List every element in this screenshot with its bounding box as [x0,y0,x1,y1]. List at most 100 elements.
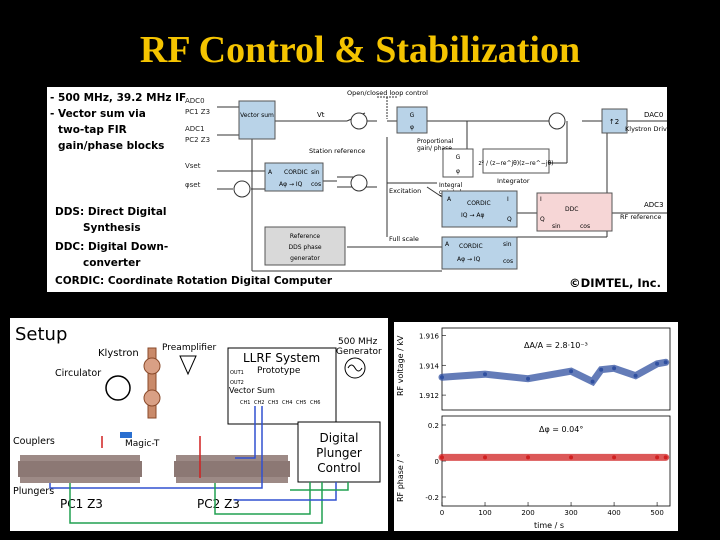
summer-4 [548,112,566,130]
magic-t-label: Magic-T [125,439,160,449]
adc3-label: ADC3 [644,201,664,209]
reference-dds-block [264,226,346,266]
out1-label: OUT1 [230,370,244,376]
voltage-point [663,360,668,365]
ch5-label: CH5 [296,400,306,406]
note-ddc: DDC: Digital Down- [55,241,168,253]
circulator-label: Circulator [55,368,101,379]
ddc-i: I [540,196,542,203]
phase-xtick-label: 500 [650,509,663,517]
ylabel-phase: RF phase / ° [396,453,405,502]
ddc-cos: cos [580,223,590,230]
integrator-block [482,148,550,174]
setup-title: Setup [15,324,67,345]
input-adc1: ADC1 [185,125,205,133]
plungers-label: Plungers [13,486,54,497]
vt-label: Vt [317,111,325,119]
note-ddc2: converter [83,257,141,269]
preamp-label: Preamplifier [162,343,217,353]
note-line3: two-tap FIR [58,124,127,136]
magic-t-icon [120,432,132,438]
ddc-sin: sin [552,223,561,230]
cordic-3-sin: sin [503,241,512,248]
input-vset: Vset [185,162,201,170]
dpc-label-1: Digital [320,431,359,445]
prop-phi: φ [410,124,414,131]
ddc-title: DDC [565,206,578,213]
note-cordic: CORDIC: Coordinate Rotation Digital Comp… [55,275,333,287]
open-closed-label: Open/closed loop control [347,89,428,97]
voltage-frame [441,327,671,411]
phase-point [655,455,660,460]
cordic-2-title: CORDIC [467,200,491,207]
integrator-formula: z² / (z−re^jθ)(z−re^−jθ) [479,160,554,167]
dpc-label-3: Control [317,461,360,475]
cordic-3-fn: Aφ → IQ [457,256,481,263]
ylabel-voltage: RF voltage / kV [396,335,405,396]
voltage-point [569,369,574,374]
summer-3 [350,174,368,192]
klystron-icon [143,347,161,419]
ch1-label: CH1 [240,400,250,406]
note-dds2: Synthesis [83,222,141,234]
phase-point [569,455,574,460]
cordic-1-cos: cos [311,181,321,188]
upsample-label: ↑2 [609,118,619,126]
ref-dds-2: DDS phase [288,244,321,251]
phase-xtick-label: 300 [564,509,577,517]
note-line4: gain/phase blocks [58,140,164,152]
phase-xtick-label: 0 [440,509,444,517]
out2-label: OUT2 [230,380,244,386]
copyright: ©DIMTEL, Inc. [569,276,661,290]
ref-dds-3: generator [290,255,320,262]
integrator-label: Integrator [497,177,530,185]
phase-ytick-label: 0 [435,458,439,466]
voltage-point [633,373,638,378]
voltage-series-band [438,358,670,387]
circulator-icon [105,375,131,401]
cordic-3-a: A [445,241,450,248]
integ-label1: Integral [439,182,463,189]
station-ref-label: Station reference [309,147,365,155]
phase-xtick-label: 400 [607,509,620,517]
cordic-3-block [441,236,518,270]
ddc-q: Q [540,216,545,223]
ddc-block [536,192,613,232]
cordic-2-block [441,190,518,228]
block-diagram-panel: - 500 MHz, 39.2 MHz IF - Vector sum via … [47,87,667,292]
plunger-control-box [297,421,381,483]
phase-point [612,455,617,460]
phase-point [663,455,668,460]
phase-xtick-label: 200 [521,509,534,517]
dpc-label-2: Plunger [316,446,362,460]
voltage-point [590,379,595,384]
summer-2 [233,180,251,198]
voltage-ytick-label: 1.912 [419,392,439,400]
llrf-system-box [227,347,337,425]
integral-gain-block [442,148,474,178]
summer-1 [350,112,368,130]
input-adc0: ADC0 [185,97,205,105]
pc1-label: PC1 Z3 [60,497,103,511]
annot-phase: Δφ = 0.04° [539,425,583,434]
phase-point [440,455,444,460]
prototype-label: Prototype [257,366,301,376]
phase-ytick-label: -0.2 [425,494,439,502]
cavity-pc1 [18,455,142,483]
full-scale-label: Full scale [389,235,419,243]
cordic-3-cos: cos [503,258,513,265]
klystron-label: Klystron [98,348,139,359]
proportional-gain-block [396,106,428,134]
voltage-point [612,366,617,371]
couplers-label: Couplers [13,436,55,447]
cavity-pc2 [174,455,290,483]
plot-panel: RF voltage / kV RF phase / ° time / s ΔA… [394,322,678,531]
voltage-point [440,375,444,380]
cordic-1-sin: sin [311,169,320,176]
pc2-label: PC2 Z3 [197,497,240,511]
ch6-label: CH6 [310,400,320,406]
annot-voltage: ΔA/A = 2.8·10⁻³ [524,341,588,350]
note-line1: - 500 MHz, 39.2 MHz IF [50,92,186,104]
